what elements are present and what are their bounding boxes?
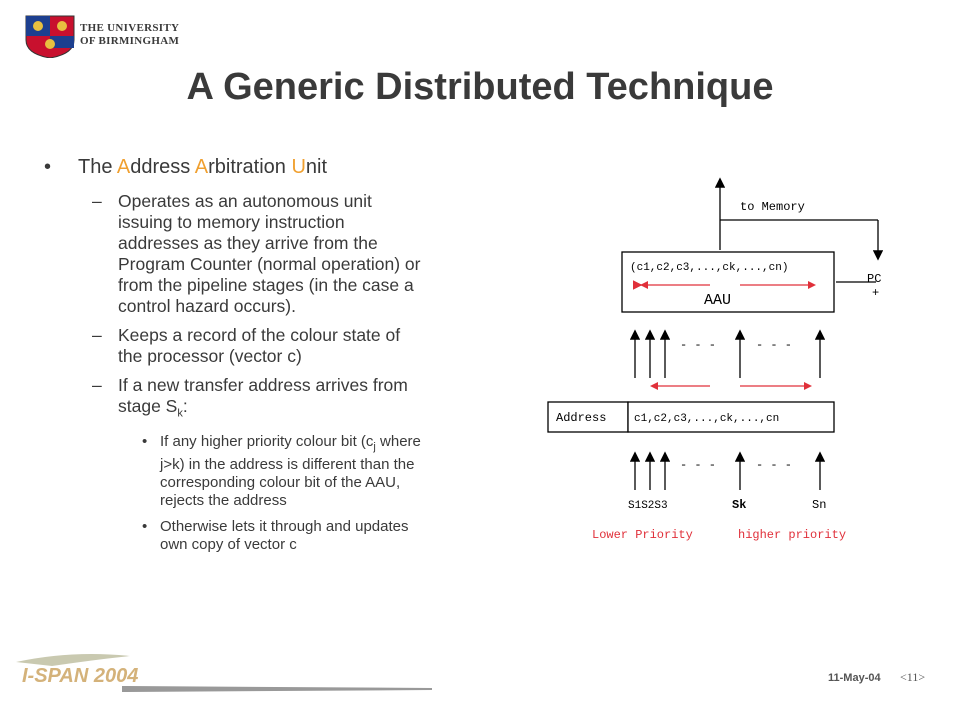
- to-memory-label: to Memory: [740, 200, 805, 214]
- stage-sk-label: Sk: [732, 498, 746, 512]
- text-line: own copy of vector c: [160, 535, 297, 553]
- ispan-logo: I-SPAN 2004: [16, 654, 432, 692]
- page-title: A Generic Distributed Technique: [186, 66, 774, 108]
- sub-bullet-colour-state: – Keeps a record of the colour state of …: [50, 325, 540, 367]
- text-fragment: If any higher priority colour bit (c: [160, 432, 374, 450]
- logo-line-2: OF BIRMINGHAM: [80, 35, 180, 47]
- ispan-logo-text: I-SPAN 2004: [22, 665, 138, 687]
- lower-dots-left: - - -: [680, 458, 716, 472]
- highlight-u: U: [291, 156, 306, 178]
- sub-sub-bullet-reject: • If any higher priority colour bit (cj …: [50, 433, 540, 510]
- subscript: j: [373, 440, 376, 453]
- footer-divider: [122, 686, 432, 692]
- highlight-a1: A: [116, 156, 131, 178]
- red-arrowhead-icon: [804, 382, 812, 390]
- text-line: the processor (vector c): [118, 346, 302, 366]
- lower-dots-right: - - -: [756, 458, 792, 472]
- bullet-dot-icon: •: [44, 156, 52, 178]
- text-line: If any higher priority colour bit (cj wh…: [160, 433, 540, 456]
- lower-priority-label: Lower Priority: [592, 528, 693, 542]
- text-line: issuing to memory instruction: [118, 212, 345, 232]
- address-vector-box: [627, 401, 835, 433]
- highlight-a2: A: [194, 156, 209, 178]
- pc-label: PC: [867, 272, 881, 286]
- text-line: Operates as an autonomous unit: [118, 191, 372, 211]
- text-line: j>k) in the address is different than th…: [160, 455, 415, 473]
- text-line: addresses as they arrive from the: [118, 233, 378, 253]
- logo-line-1: THE UNIVERSITY: [80, 22, 180, 34]
- upper-stage-arrows: [629, 329, 826, 378]
- text-line: Keeps a record of the colour state of: [118, 325, 401, 345]
- aau-label: AAU: [704, 292, 731, 309]
- subscript: k: [177, 407, 183, 420]
- upper-dots-left: - - -: [680, 338, 716, 352]
- red-arrowhead-icon: [640, 281, 648, 289]
- sub-bullet-transfer: – If a new transfer address arrives from…: [50, 375, 540, 425]
- university-logo-text: THE UNIVERSITY OF BIRMINGHAM: [80, 22, 179, 48]
- bullet-dot-icon: •: [142, 432, 148, 450]
- stage-sn-label: Sn: [812, 498, 826, 512]
- page-number: <11>: [900, 670, 926, 684]
- footer-date: 11-May-04: [828, 672, 881, 684]
- sub-sub-bullet-accept: • Otherwise lets it through and updates …: [50, 518, 540, 554]
- bullet-aau: • The Address Arbitration Unit: [44, 156, 540, 179]
- aau-box: [621, 251, 835, 313]
- lower-stage-arrows: [629, 451, 826, 490]
- red-arrowhead-icon: [808, 281, 816, 289]
- text-line: Otherwise lets it through and updates: [160, 517, 409, 535]
- university-crest-icon: [25, 15, 75, 59]
- text-line: control hazard occurs).: [118, 296, 296, 316]
- aau-diagram: to Memory PC + (c1,c2,c3,...,ck,...,cn) …: [547, 177, 884, 542]
- bullet-word3: nit: [305, 156, 328, 178]
- text-fragment: stage S: [118, 396, 178, 416]
- dash-icon: –: [92, 191, 102, 211]
- text-line: stage Sk:: [118, 396, 540, 425]
- logo-swoosh-icon: [16, 654, 130, 666]
- bullet-dot-icon: •: [142, 517, 148, 535]
- address-label: Address: [556, 411, 606, 425]
- text-line: Program Counter (normal operation) or: [118, 254, 421, 274]
- text-line: If a new transfer address arrives from: [118, 375, 408, 395]
- red-arrowhead-icon: [650, 382, 658, 390]
- address-vector-label: c1,c2,c3,...,ck,...,cn: [634, 413, 779, 425]
- higher-priority-label: higher priority: [738, 528, 846, 542]
- bullet-lead: The: [78, 156, 117, 178]
- upper-dots-right: - - -: [756, 338, 792, 352]
- stages-s1-s3-label: S1S2S3: [628, 500, 668, 512]
- slide-content: • The Address Arbitration Unit – Operate…: [44, 156, 540, 554]
- text-line: rejects the address: [160, 491, 287, 509]
- text-line: from the pipeline stages (in the case a: [118, 275, 414, 295]
- dash-icon: –: [92, 375, 102, 395]
- university-logo: [22, 14, 182, 59]
- bullet-word1: ddress: [130, 156, 195, 178]
- address-box: [547, 401, 629, 433]
- text-fragment: where: [375, 432, 421, 450]
- text-line: corresponding colour bit of the AAU,: [160, 473, 401, 491]
- sub-bullet-autonomous: – Operates as an autonomous unit issuing…: [50, 191, 540, 317]
- dash-icon: –: [92, 325, 102, 345]
- bullet-word2: rbitration: [208, 156, 292, 178]
- text-fragment: :: [182, 396, 188, 416]
- pc-plus-label: +: [872, 286, 879, 300]
- aau-vector-label: (c1,c2,c3,...,ck,...,cn): [630, 262, 788, 274]
